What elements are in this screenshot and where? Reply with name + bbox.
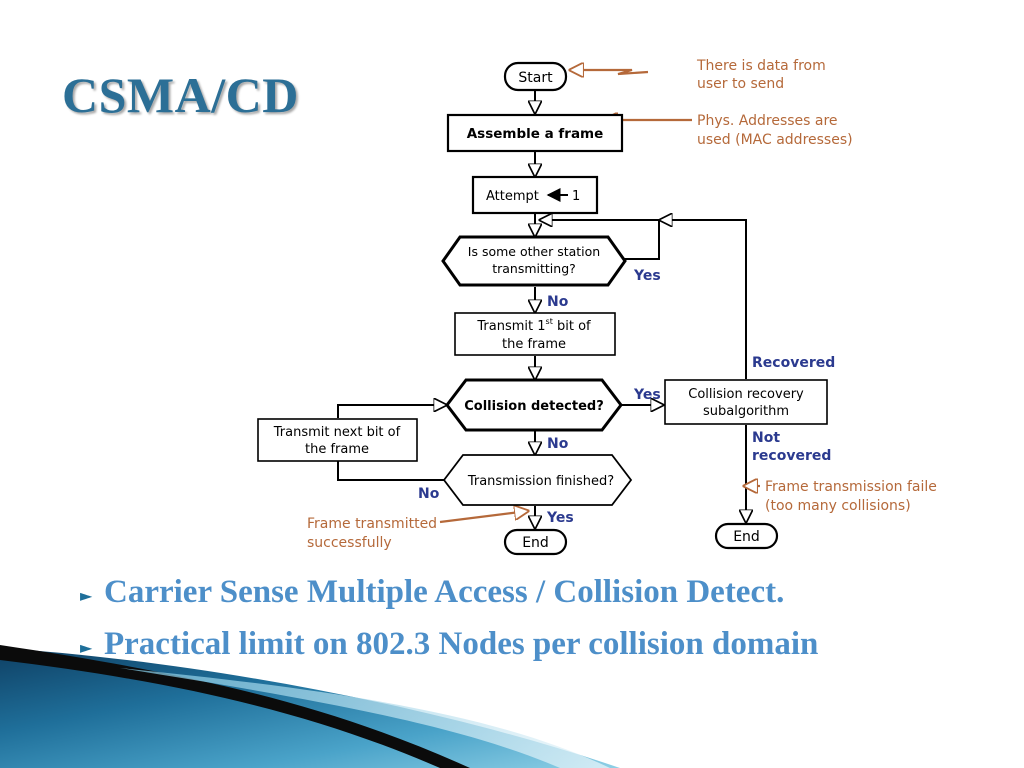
end-success-label: End <box>522 535 549 551</box>
label-yes-carrier: Yes <box>633 268 661 284</box>
end-fail-label: End <box>733 529 760 545</box>
end-success-node: End <box>503 528 568 556</box>
carrier-sense-decision: Is some other station transmitting? <box>441 235 627 287</box>
edge-finished-no <box>337 461 459 481</box>
edge-carrier-yes-loop <box>540 220 660 260</box>
label-no-collision: No <box>547 436 569 452</box>
transmit-next-bit-node: Transmit next bit of the frame <box>257 418 418 462</box>
bullet-text: Practical limit on 802.3 Nodes per colli… <box>104 626 819 662</box>
annotation-phys-line1: Phys. Addresses are <box>697 113 838 129</box>
transmit-first-line2: the frame <box>502 337 566 352</box>
annotation-arrow-success <box>439 511 528 524</box>
bullet-arrow-icon: ► <box>80 638 93 657</box>
start-node: Start <box>503 61 568 92</box>
carrier-q-line1: Is some other station <box>468 244 600 259</box>
attempt-node: Attempt 1 <box>471 175 599 215</box>
transmit-first-bit-node: Transmit 1st bit of the frame <box>454 312 616 356</box>
annotation-data-line2: user to send <box>697 76 784 92</box>
annotation-fail-line2: (too many collisions) <box>765 498 911 514</box>
next-bit-line2: the frame <box>305 442 369 457</box>
flow-connectors <box>337 90 747 528</box>
annotation-arrow-data <box>570 70 649 74</box>
bullet-text: Carrier Sense Multiple Access / Collisio… <box>104 574 785 610</box>
collision-q-label: Collision detected? <box>464 399 603 414</box>
label-not-recovered-1: Not <box>752 430 780 446</box>
label-no-carrier: No <box>547 294 569 310</box>
slide-title: CSMA/CD <box>62 67 299 123</box>
annotations: There is data from user to send Phys. Ad… <box>307 58 937 551</box>
label-no-finished: No <box>418 486 440 502</box>
attempt-value: 1 <box>572 189 580 204</box>
edge-nextbit-loop <box>337 405 446 418</box>
recovery-line2: subalgorithm <box>703 404 789 419</box>
transmission-finished-decision: Transmission finished? <box>442 454 633 506</box>
attempt-label: Attempt <box>486 189 539 204</box>
annotation-success-line1: Frame transmitted <box>307 516 437 532</box>
collision-detected-decision: Collision detected? <box>445 378 623 432</box>
next-bit-line1: Transmit next bit of <box>273 425 401 440</box>
edge-recovered-loop <box>660 220 747 379</box>
label-yes-collision: Yes <box>633 387 661 403</box>
label-recovered: Recovered <box>752 355 835 371</box>
annotation-data-line1: There is data from <box>696 58 826 74</box>
bullet-arrow-icon: ► <box>80 586 93 605</box>
end-failure-node: End <box>714 522 779 550</box>
edge-labels: Yes No Yes No No Yes Recovered Not recov… <box>418 268 835 526</box>
label-yes-finished: Yes <box>546 510 574 526</box>
finished-q-label: Transmission finished? <box>467 474 614 489</box>
recovery-line1: Collision recovery <box>688 387 804 402</box>
transmit-first-line1: Transmit 1st bit of <box>476 317 591 334</box>
assemble-label: Assemble a frame <box>467 126 604 142</box>
annotation-success-line2: successfully <box>307 535 392 551</box>
collision-recovery-node: Collision recovery subalgorithm <box>664 379 828 425</box>
label-not-recovered-2: recovered <box>752 448 831 464</box>
annotation-phys-line2: used (MAC addresses) <box>697 132 853 148</box>
annotation-fail-line1: Frame transmission faile <box>765 479 937 495</box>
start-label: Start <box>518 70 553 86</box>
carrier-q-line2: transmitting? <box>492 261 576 276</box>
assemble-frame-node: Assemble a frame <box>446 113 624 153</box>
